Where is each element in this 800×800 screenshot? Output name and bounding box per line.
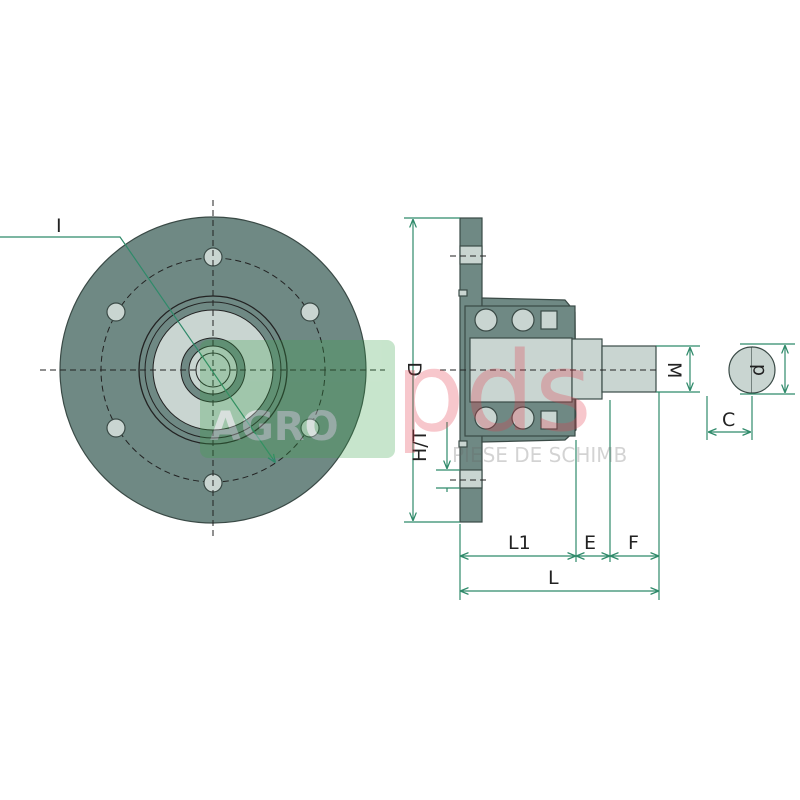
shaft-section: d C (706, 343, 795, 440)
svg-text:AGRO: AGRO (210, 404, 339, 450)
label-D: D (403, 362, 425, 377)
bolt-holes (106, 247, 320, 493)
front-view: I (0, 200, 385, 540)
label-L1: L1 (508, 532, 531, 554)
bolt-hole (106, 418, 126, 438)
label-M: M (663, 362, 685, 378)
bolt-hole (106, 302, 126, 322)
svg-text:pds: pds (395, 328, 592, 456)
label-L: L (548, 567, 559, 589)
label-C: C (722, 409, 735, 431)
label-F: F (628, 532, 639, 554)
watermark-logo: AGRO pds PIESE DE SCHIMB (200, 328, 627, 467)
label-HT: H/T (409, 429, 431, 462)
bolt-hole (300, 302, 320, 322)
svg-text:PIESE DE SCHIMB: PIESE DE SCHIMB (452, 443, 627, 467)
side-view: D H/T M L1 E F L (403, 217, 700, 600)
label-I: I (56, 215, 62, 237)
label-E: E (584, 532, 596, 554)
bearing-balls (474, 308, 558, 430)
label-d: d (747, 364, 769, 376)
bolt-hole (300, 418, 320, 438)
